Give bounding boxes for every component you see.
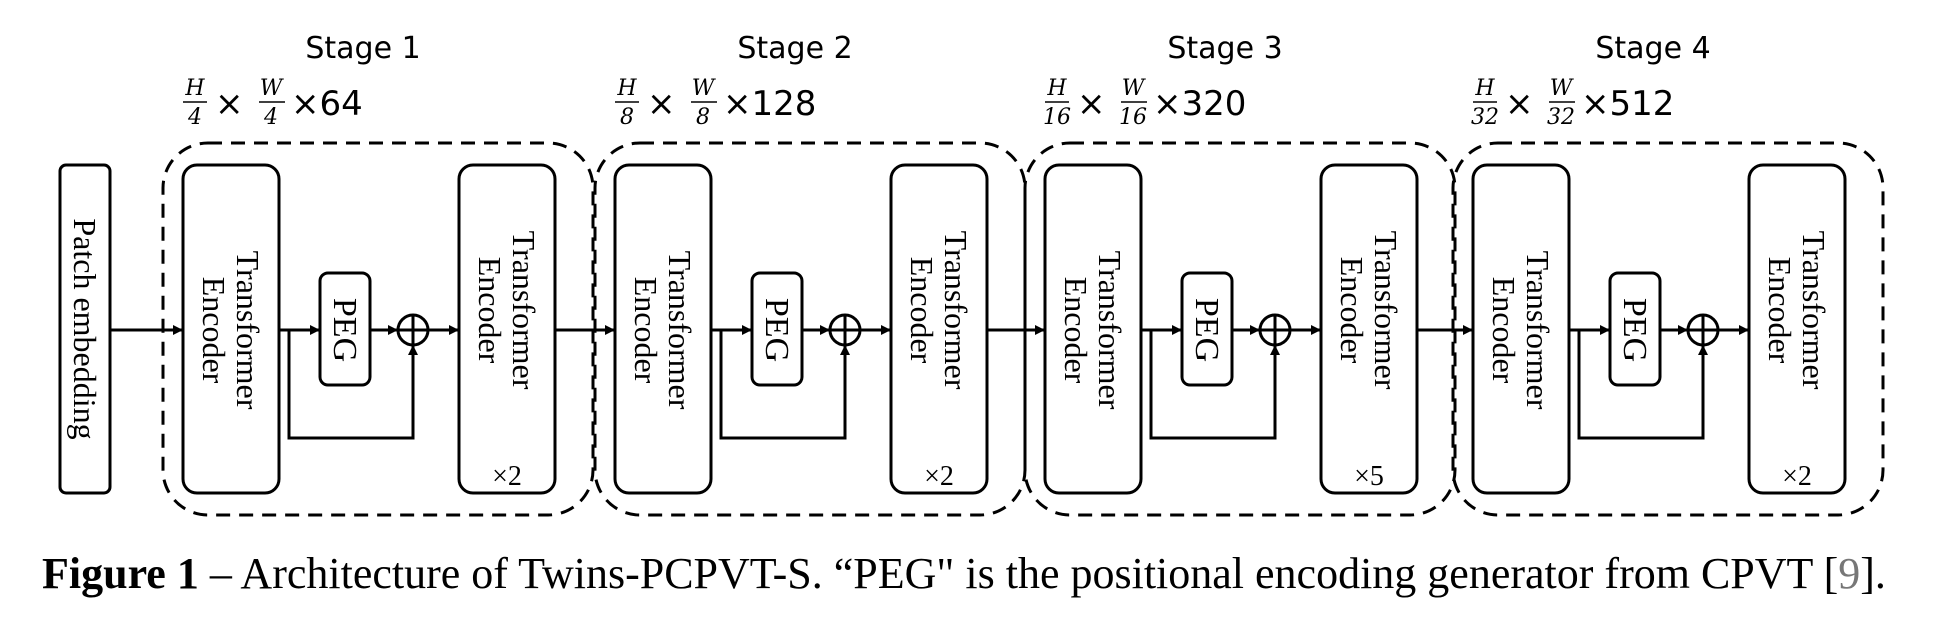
dims-w-denominator: 8 <box>696 105 710 130</box>
dims-times: × <box>647 84 676 124</box>
encoder-label: TransformerEncoder <box>1486 251 1556 410</box>
skip-connection <box>1149 330 1280 440</box>
dims-w-numerator: W <box>260 76 285 101</box>
caption-text: Architecture of Twins-PCPVT-S. “PEG" is … <box>240 549 1839 598</box>
encoder-label: TransformerEncoder <box>1058 251 1128 410</box>
dims-times: × <box>1077 84 1106 124</box>
stage-4-arrows <box>1569 325 1749 440</box>
stage-4-title: Stage 4 <box>1595 31 1710 66</box>
dims-times: × <box>215 84 244 124</box>
skip-connection <box>1577 330 1708 440</box>
stage-1-peg: PEG <box>318 271 372 387</box>
stage-4-encoder-a: TransformerEncoder <box>1471 163 1571 495</box>
dims-w-numerator: W <box>1550 76 1575 101</box>
stage-3-encoder-b: TransformerEncoder ×5 <box>1319 163 1419 495</box>
peg-label: PEG <box>1616 298 1653 362</box>
stage-3-sum-node <box>1258 313 1292 347</box>
dims-h-denominator: 16 <box>1043 105 1071 130</box>
encoder-label: TransformerEncoder <box>904 231 974 390</box>
caption-end: ]. <box>1860 549 1886 598</box>
dims-times: × <box>1505 84 1534 124</box>
stage-3-encoder-a: TransformerEncoder <box>1043 163 1143 495</box>
dims-channels: ×320 <box>1153 84 1246 124</box>
dims-h-numerator: H <box>184 76 205 101</box>
dims-h-numerator: H <box>1474 76 1495 101</box>
stage-2-repeat-count: ×2 <box>924 461 954 492</box>
dims-w-denominator: 32 <box>1547 105 1575 130</box>
dims-h-numerator: H <box>1046 76 1067 101</box>
dims-w-denominator: 4 <box>263 105 278 130</box>
stage-4-repeat-count: ×2 <box>1782 461 1812 492</box>
stage-3-repeat-count: ×5 <box>1354 461 1384 492</box>
stage-4-sum-node <box>1686 313 1720 347</box>
stage-1-sum-node <box>396 313 430 347</box>
architecture-diagram: Patch embedding Stage 1 H 4 × W 4 ×64Transform… <box>58 31 1885 517</box>
dims-channels: ×128 <box>723 84 816 124</box>
caption-dash: – <box>198 549 241 598</box>
dims-channels: ×512 <box>1581 84 1674 124</box>
stage-2-arrows <box>711 325 891 440</box>
dims-w-denominator: 16 <box>1119 105 1147 130</box>
stage-1-arrows <box>279 325 459 440</box>
peg-label: PEG <box>1188 298 1225 362</box>
dims-w-numerator: W <box>1122 76 1147 101</box>
dims-w-numerator: W <box>692 76 717 101</box>
stage-1-repeat-count: ×2 <box>492 461 522 492</box>
encoder-label: TransformerEncoder <box>628 251 698 410</box>
encoder-label: TransformerEncoder <box>472 231 542 390</box>
skip-connection <box>719 330 850 440</box>
dims-channels: ×64 <box>291 84 363 124</box>
stage-2-encoder-a: TransformerEncoder <box>613 163 713 495</box>
encoder-label: TransformerEncoder <box>1762 231 1832 390</box>
patch-embedding-label: Patch embedding <box>67 218 103 439</box>
peg-label: PEG <box>326 298 363 362</box>
figure-caption: Figure 1 – Architecture of Twins-PCPVT-S… <box>42 548 1922 599</box>
stage-3-arrows <box>1141 325 1321 440</box>
stage-1-dims: H 4 × W 4 ×64 <box>183 76 363 130</box>
stage-3-title: Stage 3 <box>1167 31 1282 66</box>
stage-1-encoder-a: TransformerEncoder <box>181 163 281 495</box>
stage-2-title: Stage 2 <box>737 31 852 66</box>
stage-2-dims: H 8 × W 8 ×128 <box>615 76 816 130</box>
stage-4-peg: PEG <box>1608 271 1662 387</box>
dims-h-denominator: 8 <box>620 105 634 130</box>
patch-embedding-block: Patch embedding <box>58 163 112 495</box>
stage-3-peg: PEG <box>1180 271 1234 387</box>
stage-4-dims: H32×W32×512 <box>1471 76 1674 130</box>
dims-h-denominator: 32 <box>1471 105 1499 130</box>
dims-h-denominator: 4 <box>187 105 202 130</box>
stage-2-sum-node <box>828 313 862 347</box>
encoder-label: TransformerEncoder <box>1334 231 1404 390</box>
caption-label: Figure 1 <box>42 549 199 598</box>
stage-1-title: Stage 1 <box>305 31 420 66</box>
skip-connection <box>287 330 418 440</box>
dims-h-numerator: H <box>616 76 637 101</box>
stage-3-dims: H16×W16×320 <box>1043 76 1246 130</box>
peg-label: PEG <box>758 298 795 362</box>
encoder-label: TransformerEncoder <box>196 251 266 410</box>
caption-reference: 9 <box>1838 549 1861 598</box>
stage-1-encoder-b: TransformerEncoder ×2 <box>457 163 557 495</box>
stage-2-peg: PEG <box>750 271 804 387</box>
stage-2-encoder-b: TransformerEncoder ×2 <box>889 163 989 495</box>
stage-4-encoder-b: TransformerEncoder ×2 <box>1747 163 1847 495</box>
